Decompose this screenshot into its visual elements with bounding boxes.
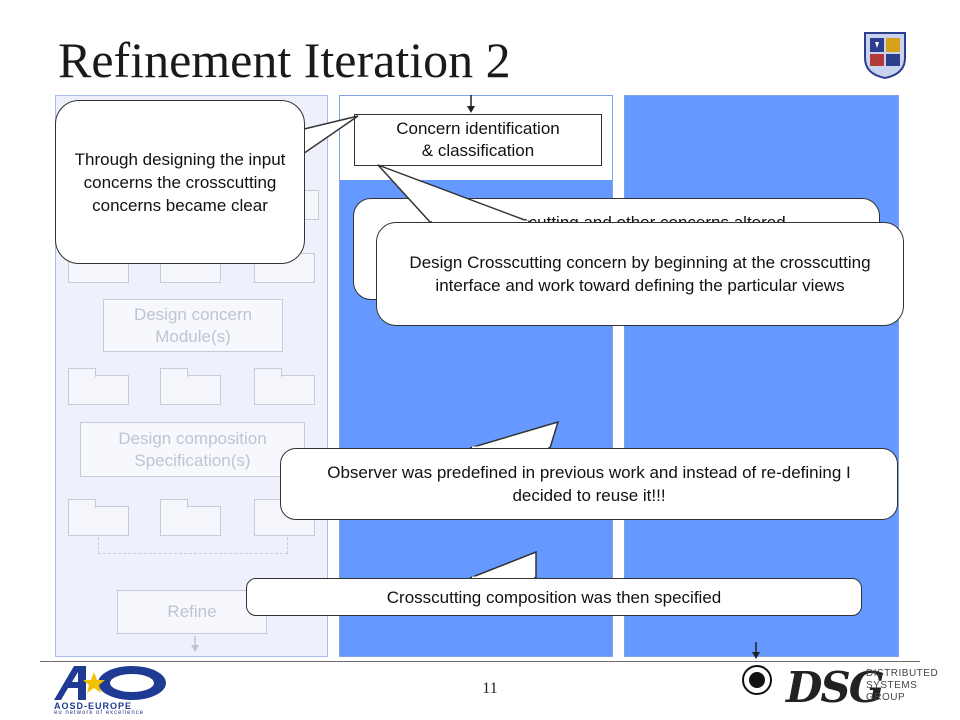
slide-title: Refinement Iteration 2: [58, 32, 511, 88]
dsg-line-2: SYSTEMS: [866, 680, 918, 691]
folder-icon: [254, 368, 315, 405]
footer-divider: [40, 661, 920, 662]
university-crest-icon: [862, 30, 908, 80]
folder-icon: [160, 368, 221, 405]
callout-input-concerns: Through designing the input concerns the…: [55, 100, 305, 264]
callout-design-crosscutting: Design Crosscutting concern by beginning…: [376, 222, 904, 326]
callout-composition: Crosscutting composition was then specif…: [246, 578, 862, 616]
end-node-icon: [741, 664, 773, 696]
folder-icon: [68, 368, 129, 405]
aosd-logo-mark-icon: [54, 666, 166, 700]
page-number: 11: [482, 680, 498, 697]
refine-box: Refine: [117, 590, 267, 634]
arrow-down-icon: [750, 642, 762, 660]
middle-process-panel: [339, 95, 613, 657]
right-process-panel: [624, 95, 899, 657]
dsg-logo-mark: DSG: [786, 663, 885, 712]
aosd-europe-logo: AOSD-EUROPE eu network of excellence: [48, 664, 172, 716]
folder-icon: [160, 499, 221, 536]
dsg-line-3: GROUP: [866, 692, 906, 703]
design-composition-spec-box: Design composition Specification(s): [80, 422, 305, 477]
aosd-name: AOSD-EUROPE: [54, 701, 133, 711]
aosd-tagline: eu network of excellence: [54, 710, 145, 716]
dsg-line-1: DISTRIBUTED: [866, 668, 939, 679]
folder-icon: [68, 499, 129, 536]
concern-identification-box: Concern identification & classification: [354, 114, 602, 166]
arrow-down-icon: [190, 636, 200, 652]
design-concern-modules-box: Design concern Module(s): [103, 299, 283, 352]
callout-observer: Observer was predefined in previous work…: [280, 448, 898, 520]
arrow-down-icon: [466, 95, 476, 113]
dashed-connector: [98, 537, 288, 554]
